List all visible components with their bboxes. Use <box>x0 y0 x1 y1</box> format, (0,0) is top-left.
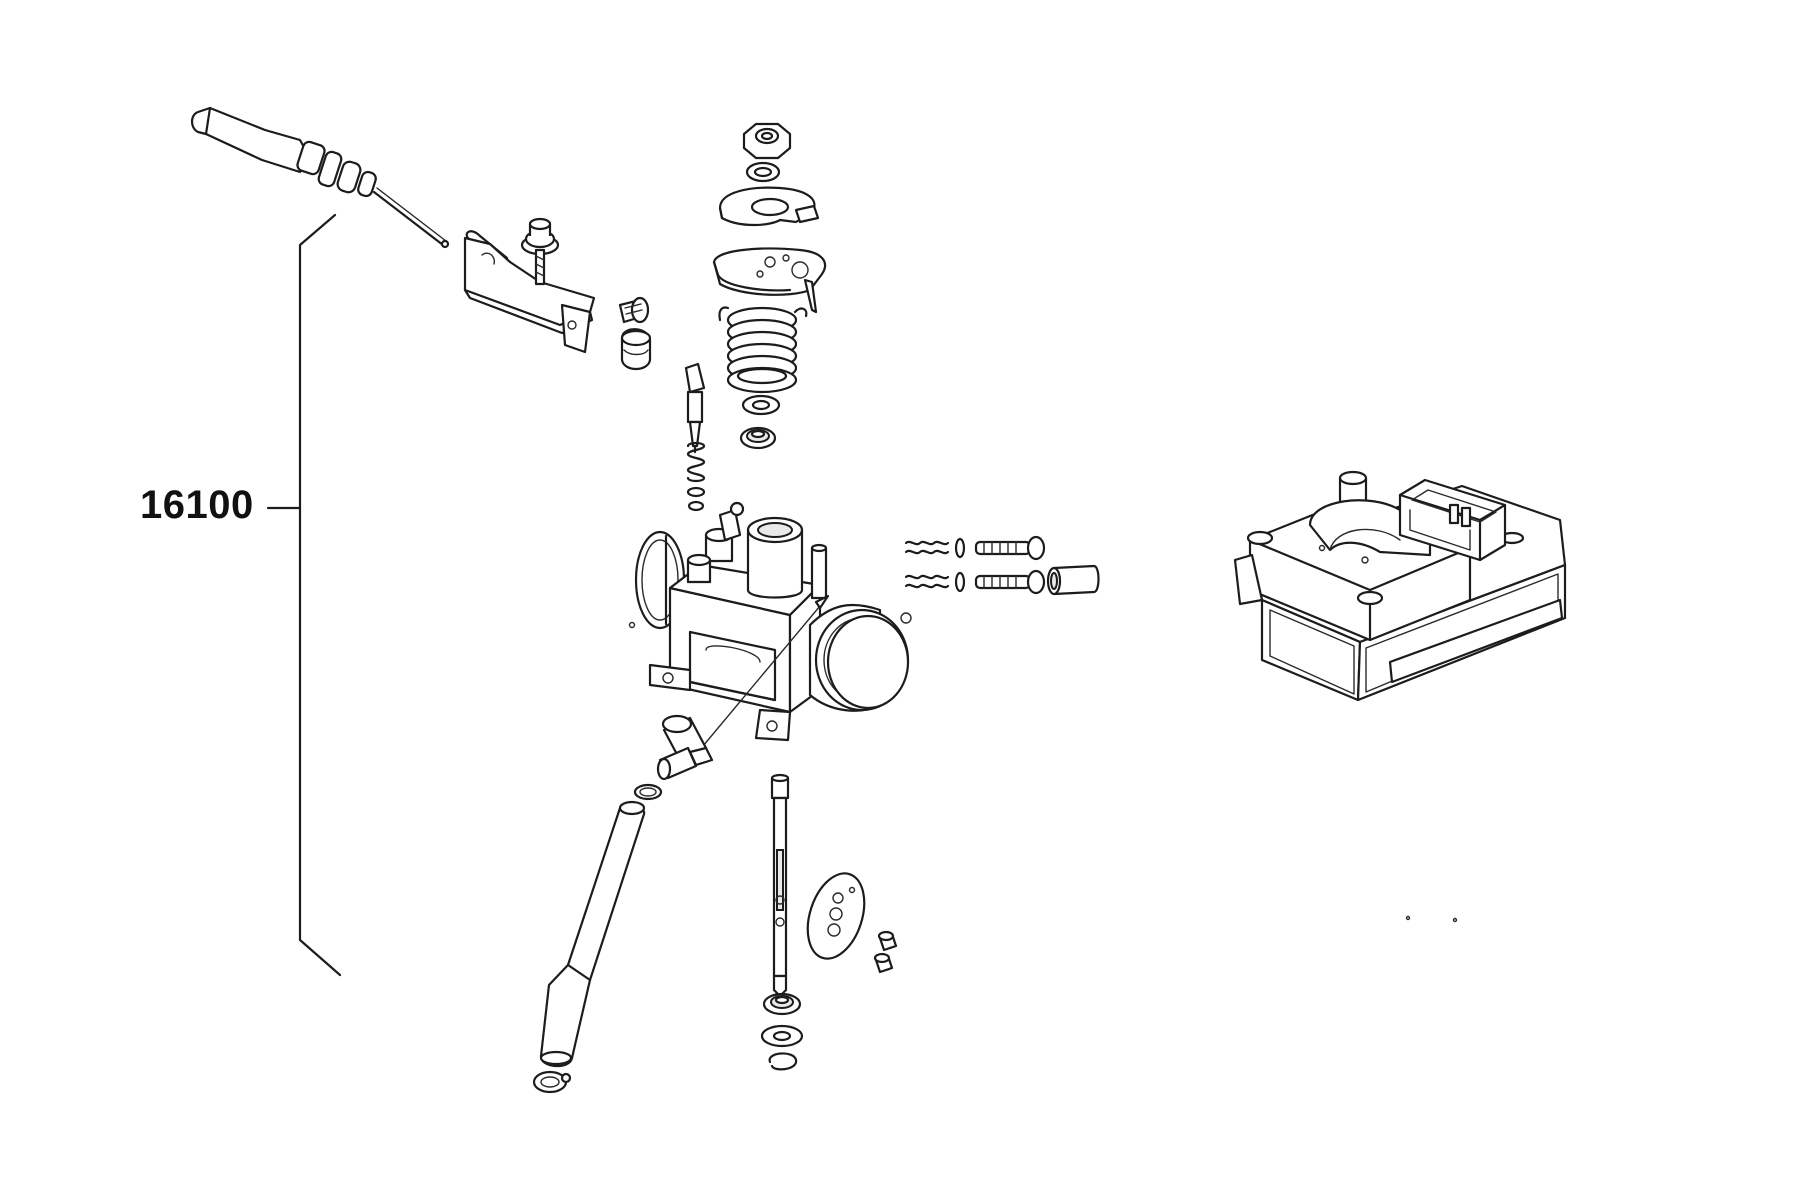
throttle-shaft <box>770 773 790 998</box>
idle-spring <box>686 441 706 512</box>
throttle-cable <box>190 106 450 249</box>
top-washer <box>745 161 781 183</box>
shaft-seal <box>762 992 802 1016</box>
assembly-bracket <box>266 213 342 977</box>
shaft-washer <box>760 1024 804 1048</box>
plate-screws <box>873 930 898 974</box>
hose-clamp-bottom <box>532 1070 572 1094</box>
part-number-callout: 16100 <box>140 483 254 527</box>
idle-adjust-screws <box>904 535 1046 595</box>
throttle-body <box>628 501 912 753</box>
control-unit <box>1233 470 1567 702</box>
throttle-plate <box>806 872 866 960</box>
adjuster-screw <box>618 296 650 324</box>
bracket-screw <box>520 217 560 286</box>
e-clip <box>768 1052 798 1071</box>
top-nut <box>742 122 792 160</box>
spring-seal <box>739 426 777 450</box>
lever-plate <box>712 247 827 314</box>
throttle-lever <box>718 186 820 227</box>
fuel-hose <box>539 800 646 1068</box>
elbow-fitting <box>656 714 714 781</box>
protective-cap <box>1046 564 1100 596</box>
return-spring <box>718 306 808 394</box>
rubber-cap <box>620 328 652 371</box>
spring-washer-1 <box>741 394 781 416</box>
idle-needle <box>684 362 706 454</box>
hose-clamp-top <box>633 783 663 801</box>
cable-bracket <box>463 230 596 354</box>
